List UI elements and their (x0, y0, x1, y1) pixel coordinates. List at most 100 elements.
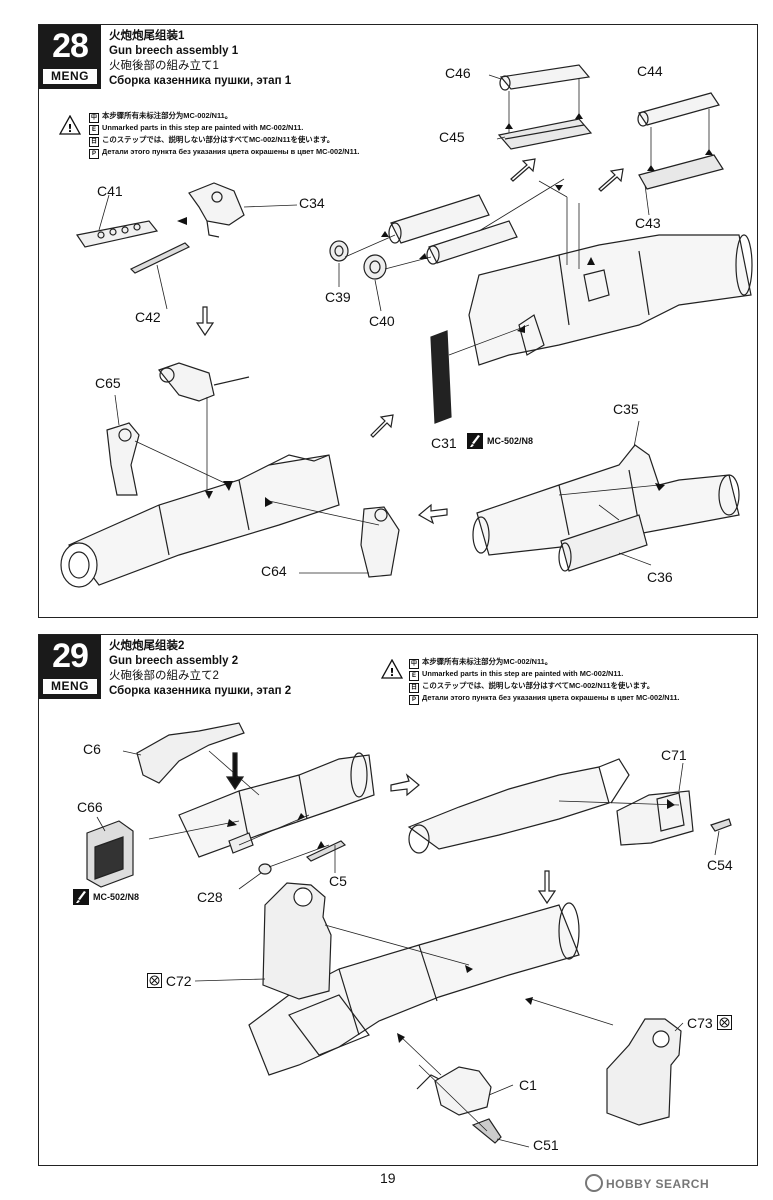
title-zh: 火炮炮尾组装2 (109, 640, 185, 652)
brand-logo: MENG (43, 679, 97, 694)
label-c64: C64 (261, 563, 287, 579)
note-ru: Детали этого пункта без указания цвета о… (422, 693, 680, 702)
part-number: C73 (687, 1015, 713, 1031)
lang-flag: 日 (89, 137, 99, 147)
label-c43: C43 (635, 215, 661, 231)
page-number: 19 (380, 1170, 396, 1186)
label-c45: C45 (439, 129, 465, 145)
title-zh: 火炮炮尾组装1 (109, 30, 185, 42)
part-c64-drawing (360, 506, 400, 578)
warning-icon: ! (59, 115, 81, 135)
part-c71-drawing (616, 790, 694, 846)
note-ja: このステップでは、説明しない部分はすべてMC-002/N11を使います。 (422, 681, 655, 690)
cylinders-drawing (388, 194, 518, 265)
note-zh: 本步骤所有未标注部分为MC-002/N11。 (422, 657, 553, 666)
lang-flag: P (89, 149, 99, 159)
part-c46-drawing (499, 64, 591, 91)
label-c28: C28 (197, 889, 223, 905)
no-glue-icon (716, 1015, 732, 1030)
label-c65: C65 (95, 375, 121, 391)
label-c6: C6 (83, 741, 101, 757)
label-c51: C51 (533, 1137, 559, 1153)
watermark: HOBBY SEARCH (585, 1174, 709, 1192)
part-c5-drawing (228, 832, 347, 862)
arrow-icon (225, 752, 557, 905)
step-29-badge: 29 MENG (39, 635, 101, 699)
step-29-number: 29 (52, 637, 89, 675)
part-c36-drawing (558, 514, 648, 572)
gun-barrel-drawing (60, 454, 340, 588)
part-c65-drawing (106, 422, 140, 496)
lang-flag: 中 (409, 659, 419, 669)
label-c35: C35 (613, 401, 639, 417)
part-c43-drawing (638, 154, 724, 190)
part-c34-mounted-drawing (158, 362, 250, 402)
step-28-number: 28 (52, 27, 89, 65)
part-c66-drawing (86, 820, 134, 888)
part-c40-drawing (363, 254, 387, 280)
brush-icon (467, 433, 483, 449)
label-c5: C5 (329, 873, 347, 889)
label-c39: C39 (325, 289, 351, 305)
title-ja: 火砲後部の組み立て1 (109, 60, 219, 72)
watermark-text: HOBBY SEARCH (606, 1177, 710, 1191)
step-29-panel: 29 MENG 火炮炮尾组装2 Gun breech assembly 2 火砲… (38, 634, 758, 1166)
label-c66: C66 (77, 799, 103, 815)
part-c42-drawing (129, 242, 191, 274)
part-c6-drawing (136, 722, 245, 784)
part-c54-drawing (710, 818, 732, 832)
lang-flag: E (409, 671, 419, 681)
label-c1: C1 (519, 1077, 537, 1093)
part-c34-drawing (188, 182, 245, 238)
label-c44: C44 (637, 63, 663, 79)
part-c31-drawing (430, 330, 452, 424)
label-c31: C31 (431, 435, 457, 451)
part-c41-drawing (76, 220, 159, 248)
arrow-icon (195, 158, 624, 525)
part-c1-drawing (416, 1066, 492, 1116)
step-29-diagram (86, 722, 732, 1148)
note-ru: Детали этого пункта без указания цвета о… (102, 147, 360, 156)
title-ru: Сборка казенника пушки, этап 1 (109, 75, 292, 87)
svg-text:!: ! (389, 666, 394, 679)
step-29-titles: 火炮炮尾组装2 Gun breech assembly 2 火砲後部の組み立て2… (109, 639, 291, 699)
note-en: Unmarked parts in this step are painted … (102, 123, 304, 132)
note-ja: このステップでは、説明しない部分はすべてMC-002/N11を使います。 (102, 135, 335, 144)
label-c40: C40 (369, 313, 395, 329)
part-c28-drawing (258, 863, 272, 875)
step-28-badge: 28 MENG (39, 25, 101, 89)
breech-left-drawing (178, 752, 375, 858)
note-zh: 本步骤所有未标注部分为MC-002/N11。 (102, 111, 233, 120)
brush-icon (73, 889, 89, 905)
svg-text:!: ! (67, 122, 72, 135)
breech-right-drawing (407, 758, 630, 854)
note-en: Unmarked parts in this step are painted … (422, 669, 624, 678)
part-c39-drawing (329, 240, 349, 262)
title-en: Gun breech assembly 1 (109, 45, 239, 57)
label-c73: C73 (687, 1015, 732, 1031)
lang-flag: 中 (89, 113, 99, 123)
label-c36: C36 (647, 569, 673, 585)
label-c46: C46 (445, 65, 471, 81)
breech-body-drawing (468, 234, 753, 366)
step-28-panel: 28 MENG 火炮炮尾组装1 Gun breech assembly 1 火砲… (38, 24, 758, 618)
label-c71: C71 (661, 747, 687, 763)
step-28-diagram (60, 64, 753, 588)
no-glue-icon (147, 973, 162, 988)
label-c72: C72 (147, 973, 192, 989)
label-c42: C42 (135, 309, 161, 325)
lang-flag: 日 (409, 683, 419, 693)
label-c34: C34 (299, 195, 325, 211)
title-ja: 火砲後部の組み立て2 (109, 670, 219, 682)
part-number: C72 (165, 973, 192, 989)
paint-c31: MC-502/N8 (467, 433, 533, 449)
label-c54: C54 (707, 857, 733, 873)
watermark-icon (585, 1174, 603, 1192)
part-c45-drawing (497, 118, 593, 150)
paint-code: MC-502/N8 (487, 436, 534, 446)
part-c44-drawing (637, 92, 720, 127)
lang-flag: E (89, 125, 99, 135)
warning-icon: ! (381, 659, 403, 679)
